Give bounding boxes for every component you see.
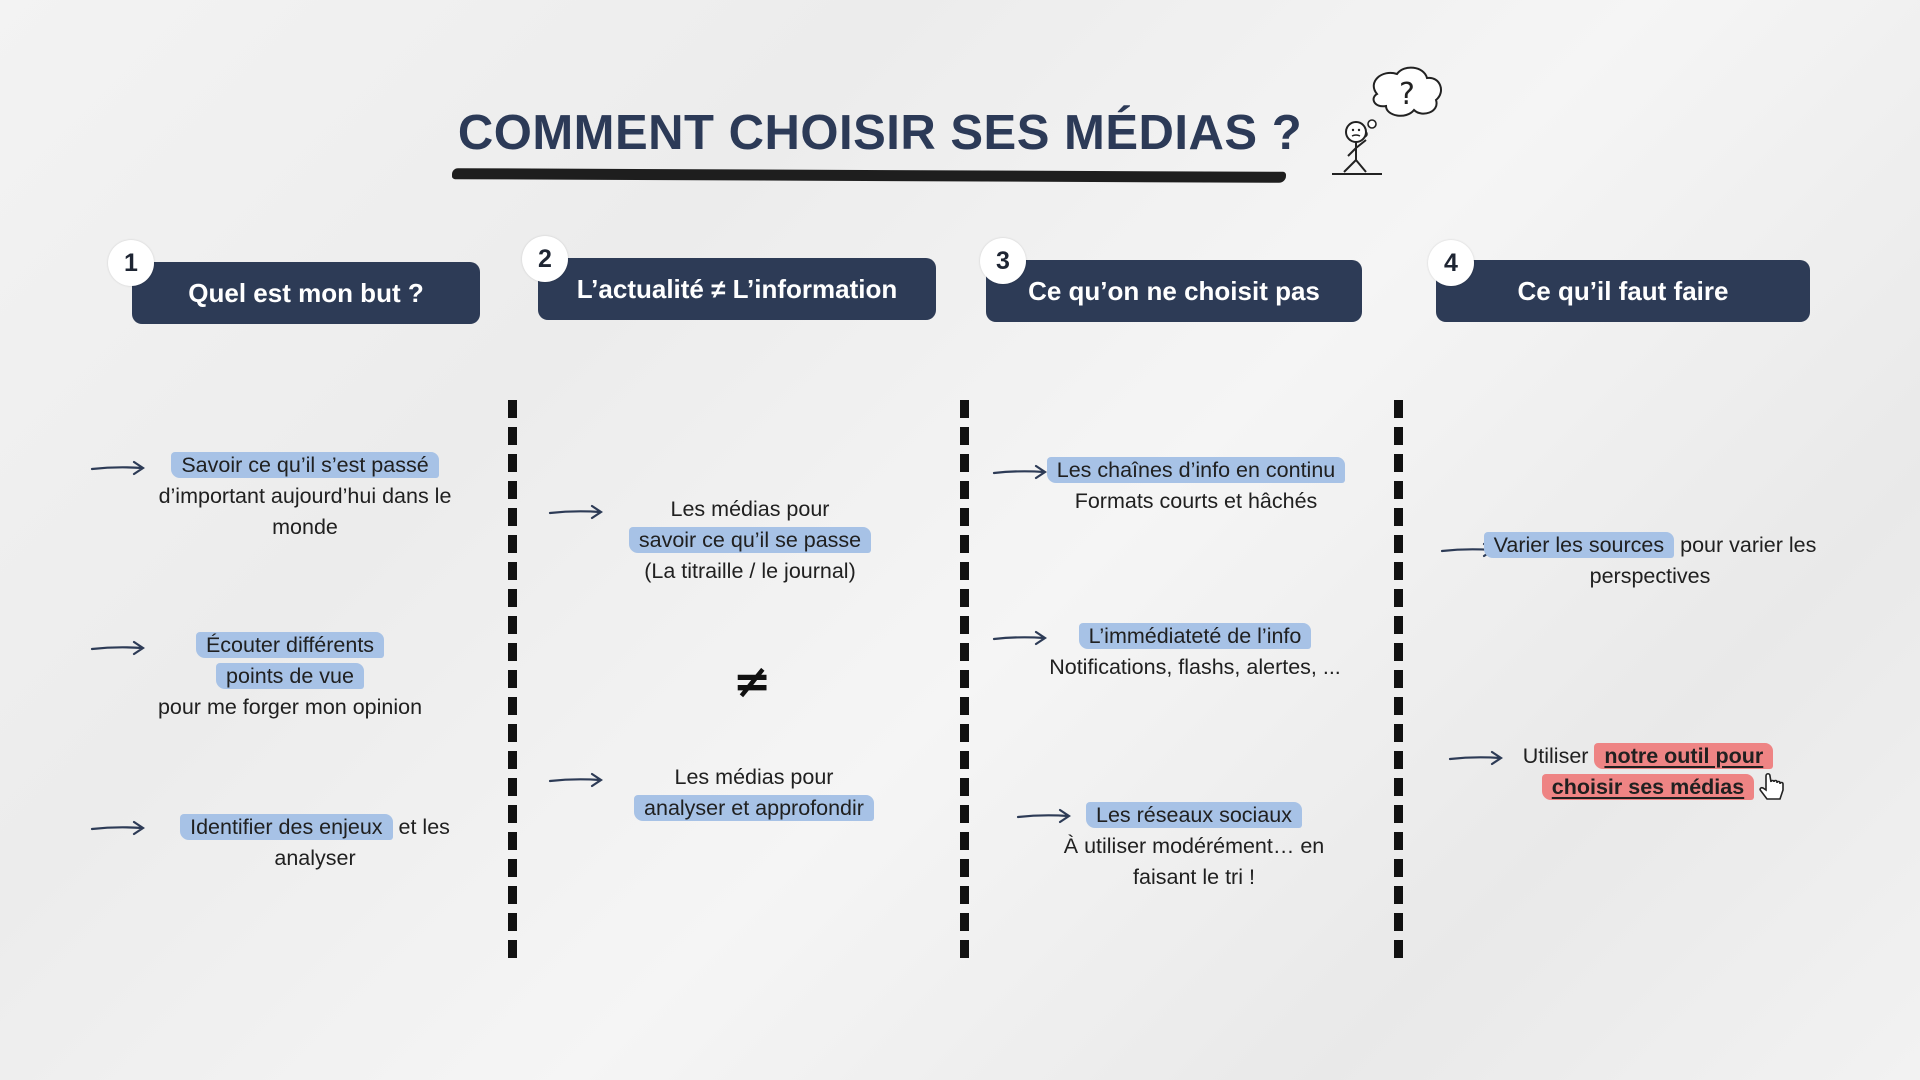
arrow-right-icon: [90, 640, 145, 656]
highlight-text: Écouter différents points de vue: [195, 632, 385, 689]
highlight-text: Les réseaux sociaux: [1086, 802, 1302, 828]
highlight-text: Identifier des enjeux: [180, 814, 393, 840]
column-number-4: 4: [1428, 240, 1474, 286]
column-divider-2: [960, 400, 978, 958]
highlight-text: L’immédiateté de l’info: [1078, 623, 1312, 649]
column-number-2: 2: [522, 236, 568, 282]
item-text: Notifications, flashs, alertes, ...: [1049, 655, 1341, 679]
list-item[interactable]: Utiliser notre outil pour choisir ses mé…: [1510, 741, 1786, 803]
arrow-right-icon: [548, 772, 603, 788]
column-header-1: Quel est mon but ?: [132, 262, 480, 324]
arrow-right-icon: [1448, 750, 1503, 766]
item-text: d’important aujourd’hui dans le monde: [158, 484, 452, 539]
list-item: Varier les sources pour varier les persp…: [1480, 530, 1820, 592]
list-item: Écouter différents points de vue pour me…: [130, 630, 450, 723]
arrow-right-icon: [548, 504, 603, 520]
highlight-text: savoir ce qu’il se passe: [628, 527, 872, 553]
list-item: Identifier des enjeux et les analyser: [160, 812, 470, 874]
arrow-right-icon: [1016, 808, 1071, 824]
item-pre-text: Les médias pour: [670, 497, 830, 521]
arrow-right-icon: [90, 820, 145, 836]
item-text: et les analyser: [274, 815, 450, 870]
item-text: (La titraille / le journal): [644, 559, 856, 583]
arrow-right-icon: [992, 464, 1047, 480]
svg-text:?: ?: [1399, 77, 1415, 112]
not-equal-symbol: ≠: [732, 654, 772, 708]
item-pre-text: Les médias pour: [674, 765, 834, 789]
item-text: pour me forger mon opinion: [157, 695, 423, 719]
item-text: Formats courts et hâchés: [1074, 489, 1318, 513]
page-title: COMMENT CHOISIR SES MÉDIAS ?: [457, 106, 1303, 160]
column-number-1: 1: [108, 240, 154, 286]
list-item: Les médias pour savoir ce qu’il se passe…: [610, 494, 890, 587]
arrow-right-icon: [90, 460, 145, 476]
list-item: Les médias pour analyser et approfondir: [614, 762, 894, 824]
list-item: Les chaînes d’info en continu Formats co…: [1034, 455, 1358, 517]
arrow-right-icon: [992, 630, 1047, 646]
item-text: À utiliser modérément… en faisant le tri…: [1063, 834, 1325, 889]
title-underline: [451, 168, 1287, 183]
list-item: L’immédiateté de l’info Notifications, f…: [1030, 621, 1360, 683]
highlight-text: analyser et approfondir: [634, 795, 874, 821]
thinking-person-icon: ?: [1332, 66, 1442, 175]
list-item: Les réseaux sociaux À utiliser modérémen…: [1054, 800, 1334, 893]
item-text: pour varier les perspectives: [1589, 533, 1817, 588]
item-pre-text: Utiliser: [1522, 744, 1589, 768]
column-header-2: L’actualité ≠ L’information: [538, 258, 936, 320]
column-divider-3: [1394, 400, 1412, 958]
highlight-text: Les chaînes d’info en continu: [1046, 457, 1346, 483]
list-item: Savoir ce qu’il s’est passé d’important …: [140, 450, 470, 543]
column-divider-1: [508, 400, 526, 958]
column-number-3: 3: [980, 238, 1026, 284]
column-header-4: Ce qu’il faut faire: [1436, 260, 1810, 322]
column-header-3: Ce qu’on ne choisit pas: [986, 260, 1362, 322]
highlight-text: Varier les sources: [1483, 532, 1675, 558]
pointing-hand-icon: [1759, 772, 1784, 800]
highlight-text: Savoir ce qu’il s’est passé: [171, 452, 439, 478]
